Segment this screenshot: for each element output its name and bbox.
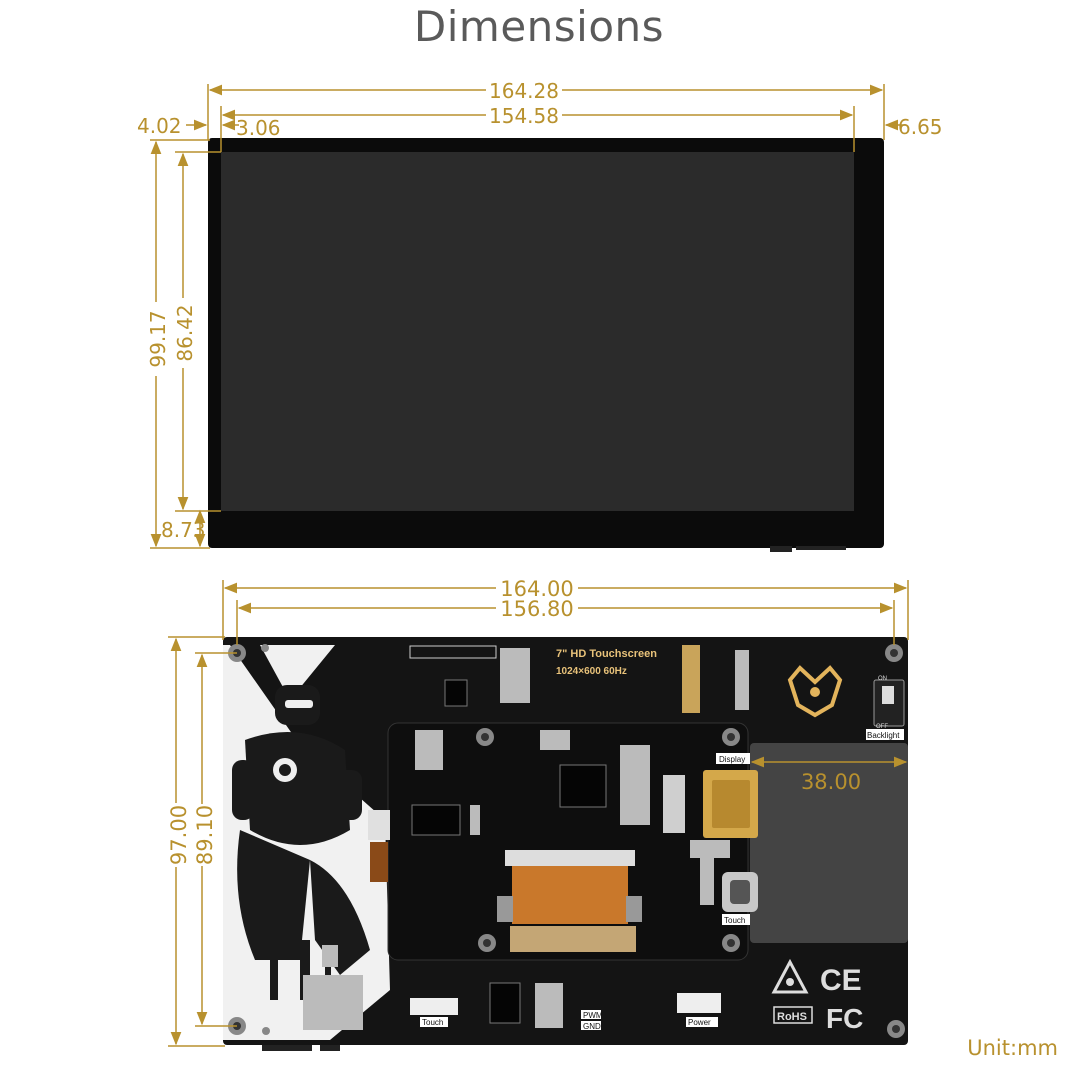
unit-label: Unit:mm bbox=[967, 1036, 1058, 1060]
front-overall-height: 99.17 bbox=[146, 310, 170, 367]
touch-header bbox=[410, 998, 458, 1015]
front-left-offset: 3.06 bbox=[236, 116, 281, 140]
label-pwm: PWM bbox=[583, 1011, 603, 1020]
back-area-width: 38.00 bbox=[801, 770, 861, 794]
front-connector bbox=[796, 546, 846, 550]
power-header bbox=[677, 993, 721, 1013]
back-hole-spacing-y: 89.10 bbox=[193, 805, 217, 865]
front-screen bbox=[221, 152, 854, 511]
silkscreen-spec: 1024×600 60Hz bbox=[556, 666, 627, 677]
fc-mark: FC bbox=[826, 1003, 863, 1034]
back-overall-height: 97.00 bbox=[167, 805, 191, 865]
main-chip bbox=[559, 764, 607, 808]
label-touch-header: Touch bbox=[422, 1018, 443, 1027]
brand-logo bbox=[787, 665, 843, 718]
driver-board bbox=[387, 722, 749, 961]
front-view: 164.28 154.58 4.02 3.06 6.65 99.17 86.42… bbox=[137, 79, 943, 552]
side-connector bbox=[368, 810, 390, 840]
front-bottom-bezel: 8.73 bbox=[161, 518, 206, 542]
fpc-tail bbox=[510, 926, 636, 952]
front-overall-width: 164.28 bbox=[489, 79, 559, 103]
back-bottom-connector bbox=[262, 1045, 312, 1051]
front-active-width: 154.58 bbox=[489, 104, 559, 128]
silkscreen-title: 7" HD Touchscreen bbox=[556, 648, 657, 660]
label-display: Display bbox=[719, 755, 745, 764]
back-overall-width: 164.00 bbox=[500, 577, 573, 601]
backlight-panel bbox=[750, 743, 908, 943]
label-off: OFF bbox=[876, 724, 888, 730]
label-gnd: GND bbox=[583, 1022, 601, 1031]
back-view: 7" HD Touchscreen 1024×600 60Hz Display … bbox=[165, 576, 909, 1051]
label-power: Power bbox=[688, 1018, 711, 1027]
fpc-connector bbox=[505, 850, 635, 866]
label-touch-usb: Touch bbox=[724, 916, 745, 925]
front-left-bezel: 4.02 bbox=[137, 114, 182, 138]
fpc-cable bbox=[512, 866, 628, 924]
esd-warning-icon bbox=[771, 958, 809, 994]
label-on: ON bbox=[878, 676, 887, 682]
smd-components bbox=[303, 645, 749, 1030]
front-active-height: 86.42 bbox=[173, 304, 197, 361]
rohs-mark: RoHS bbox=[777, 1011, 807, 1023]
ce-mark: CE bbox=[820, 964, 862, 997]
touch-fpc bbox=[663, 775, 685, 833]
pin-header bbox=[409, 645, 497, 659]
back-hole-spacing-x: 156.80 bbox=[500, 597, 573, 621]
front-connector bbox=[770, 546, 792, 552]
page-title: Dimensions bbox=[413, 2, 665, 51]
label-backlight: Backlight bbox=[867, 731, 900, 740]
front-right-bezel: 6.65 bbox=[898, 115, 943, 139]
